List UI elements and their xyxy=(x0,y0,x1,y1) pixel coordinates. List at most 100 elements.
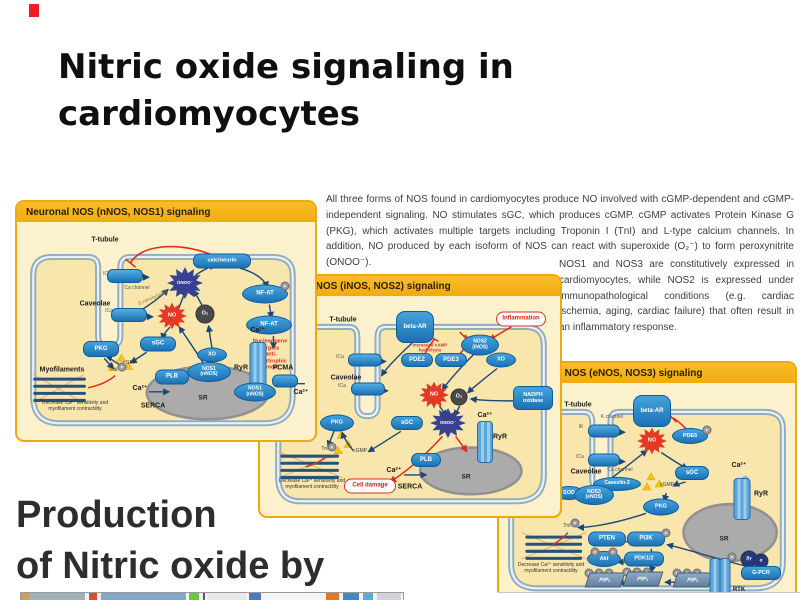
strip-fragment xyxy=(377,593,401,600)
pip3-node: PIP₃ xyxy=(672,572,714,588)
cgmp-molecules xyxy=(642,472,664,491)
beta-ar-receptor: beta-AR xyxy=(633,395,671,427)
sr-label: SR xyxy=(719,535,729,543)
k-channel-label: K channel xyxy=(600,414,624,420)
pi3k-node: PI3K xyxy=(627,531,665,547)
pde3-node: PDE3 xyxy=(435,353,467,367)
footer-caption: Production of Nitric oxide by xyxy=(16,494,325,587)
beta-ar-receptor: beta-AR xyxy=(396,311,434,343)
ica-label-2: ICa xyxy=(105,308,113,314)
calcium-label: Ca²⁺ xyxy=(386,467,402,474)
phosphate-badge: P xyxy=(608,547,618,557)
description-paragraph: All three forms of NOS found in cardiomy… xyxy=(326,194,794,269)
panel-neuronal-body: T-tubule ICa Ca channel ICa Caveolae S-n… xyxy=(17,222,315,440)
pde5-node: PDE5 xyxy=(672,428,708,444)
nadph-oxidase-node: NADPH oxidase xyxy=(513,386,553,410)
tni-label: TnI xyxy=(563,523,571,529)
ryr-channel xyxy=(249,342,267,388)
phosphate-badge: P xyxy=(661,528,671,538)
sarcoplasmic-reticulum xyxy=(418,446,523,496)
panel-neuronal-header: Neuronal NOS (nNOS, NOS1) signaling xyxy=(17,202,315,222)
panel-inducible-header: Inducible NOS (iNOS, NOS2) signaling xyxy=(260,276,560,296)
ca-channel-label: Ca channel xyxy=(607,467,633,473)
ryr-channel xyxy=(477,421,493,463)
sr-label: SR xyxy=(198,394,208,402)
cgmp-label: cGMP xyxy=(353,448,367,454)
inflammation-badge: Inflammation xyxy=(496,311,546,327)
inhibition-line-red xyxy=(124,245,219,268)
cgmp-label: cGMP xyxy=(123,360,137,366)
tni-tether xyxy=(87,375,116,389)
plb-node: PLB xyxy=(155,369,189,385)
t-tubule-label: T-tubule xyxy=(564,401,592,409)
calcineurin-node: calcineurin xyxy=(193,253,251,269)
ryr-channel xyxy=(733,478,751,520)
panel-cut-line xyxy=(497,592,800,593)
slide-title: Nitric oxide signaling in cardiomyocytes xyxy=(58,47,514,134)
nfat-node-2: NF-AT xyxy=(246,315,292,335)
tni-label: TnI xyxy=(110,367,118,373)
decrease-contractility-note: Decrease Ca²⁺ sensitivity and myofilamen… xyxy=(278,477,346,490)
panel-endothelial-body: T-tubule K channel IK beta-AR NO PDE5 P … xyxy=(499,383,795,599)
phosphate-badge: P xyxy=(590,547,600,557)
nos1-node: NOS1 (nNOS) xyxy=(187,362,231,382)
nos1-node-sr: NOS1 (nNOS) xyxy=(234,382,276,402)
caveolae-label: Caveolae xyxy=(330,374,362,382)
pkg-node: PKG xyxy=(83,341,119,357)
ica-label-2: ICa xyxy=(338,383,346,389)
sgc-node: sGC xyxy=(675,466,709,480)
pcma-pump xyxy=(272,374,298,388)
strip-fragment xyxy=(101,593,186,600)
tni-tether xyxy=(305,456,327,468)
caveolae-label: Caveolae xyxy=(79,300,111,308)
pten-node: PTEN xyxy=(588,531,626,547)
strip-fragment xyxy=(21,593,29,600)
phosphate-badge: P xyxy=(570,518,580,528)
cell-damage-badge: Cell damage xyxy=(344,478,396,494)
phosphate-badge: P xyxy=(702,425,712,435)
strip-fragment xyxy=(207,593,246,600)
decrease-contractility-note: Decrease Ca²⁺ sensitivity and myofilamen… xyxy=(41,399,109,412)
ca-channel-1 xyxy=(348,353,382,367)
ryr-label: RyR xyxy=(753,490,769,498)
calcium-label: Ca²⁺ xyxy=(132,385,148,392)
superoxide-node: O₂ xyxy=(195,304,215,324)
serca-label: SERCA xyxy=(397,483,423,491)
nfat-node-1: NF-AT xyxy=(242,284,288,304)
calcium-label-release: Ca²⁺ xyxy=(477,412,493,419)
ryr-label: RyR xyxy=(492,433,508,441)
serca-label: SERCA xyxy=(140,402,166,410)
superoxide-node: O₂ xyxy=(450,388,468,406)
pcma-label: PCMA xyxy=(272,364,294,372)
myofilaments-graphic xyxy=(32,374,86,404)
myofilaments-label: Myofilaments xyxy=(39,366,85,374)
phosphate-badge: P xyxy=(280,281,290,291)
tni-label: TnI xyxy=(321,446,329,452)
panel-inducible-body: T-tubule beta-AR Inflammation NOS2 (iNOS… xyxy=(260,296,560,516)
calcium-label-release: Ca²⁺ xyxy=(250,327,266,334)
tni-tether xyxy=(552,532,569,546)
strip-fragment xyxy=(29,593,85,600)
caveolae-label: Caveolae xyxy=(570,468,602,476)
nos3-node: NOS3 (eNOS) xyxy=(574,485,614,505)
ca-channel-2 xyxy=(351,382,385,396)
sr-label: SR xyxy=(461,473,471,481)
ca-channel-2 xyxy=(111,308,147,322)
phosphate-badge: P xyxy=(327,442,337,452)
plb-node: PLB xyxy=(411,453,441,467)
sgc-node: sGC xyxy=(391,416,423,430)
strip-fragment xyxy=(249,593,261,600)
pdk12-node: PDK1/2 xyxy=(624,551,664,567)
xo-node: XO xyxy=(486,352,516,368)
ica-label: ICa xyxy=(576,454,584,460)
xo-node: XO xyxy=(197,347,227,363)
ik-label: IK xyxy=(578,424,584,430)
panel-endothelial-header: Endothelial NOS (eNOS, NOS3) signaling xyxy=(499,363,795,383)
pip3-node: PIP₃ xyxy=(584,572,626,588)
calcium-label-right: Ca²⁺ xyxy=(293,389,309,396)
strip-fragment xyxy=(363,593,373,600)
thumbnail-strip xyxy=(20,592,404,600)
ica-label: ICa xyxy=(336,354,344,360)
gpcr-node: G-PCR xyxy=(741,566,781,580)
